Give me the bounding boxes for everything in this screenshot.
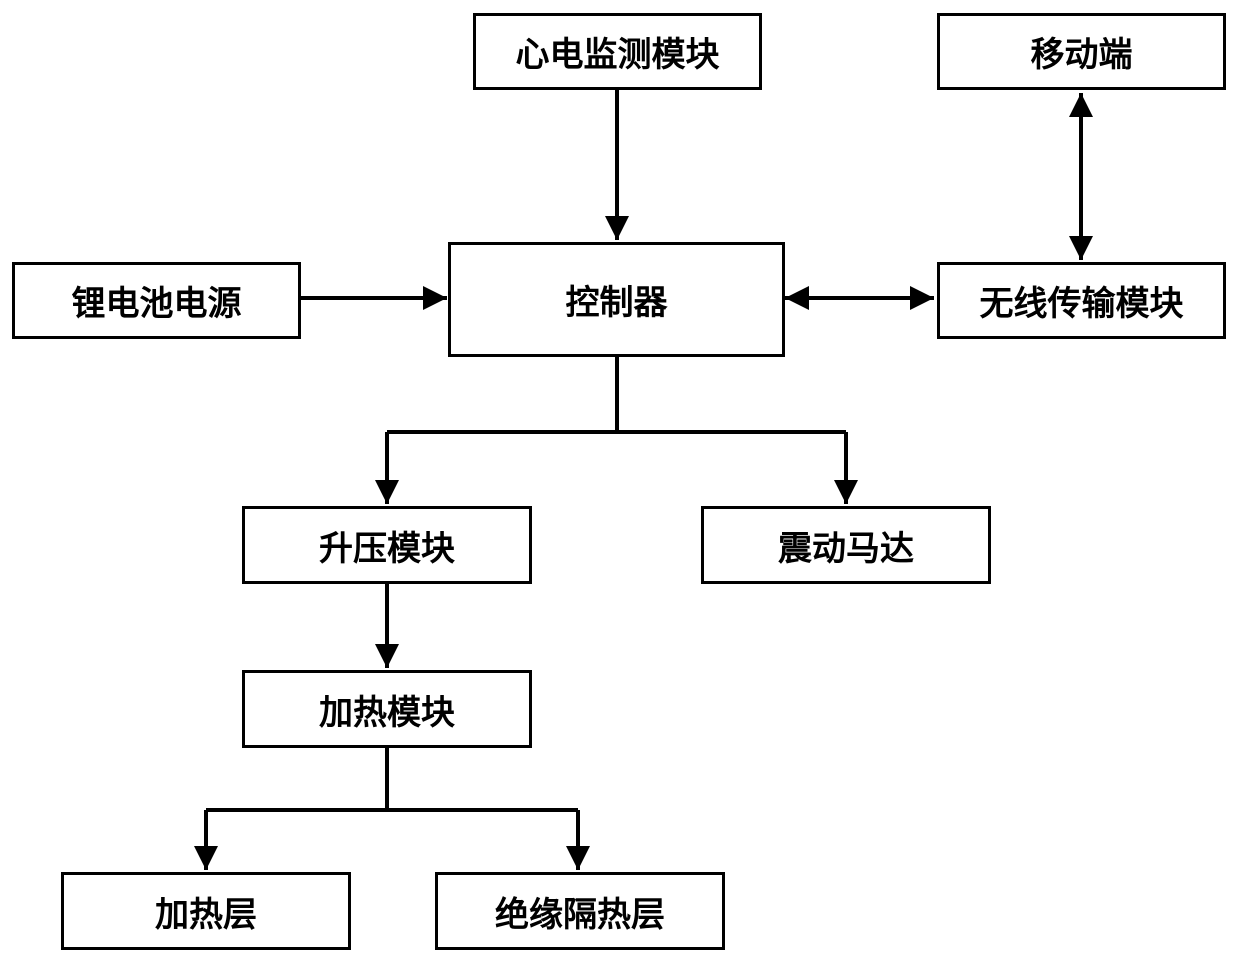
wireless-module-box: 无线传输模块 [937, 262, 1226, 339]
vibration-motor-box: 震动马达 [701, 506, 991, 584]
ecg-module-box: 心电监测模块 [473, 13, 762, 90]
controller-box: 控制器 [448, 242, 785, 357]
mobile-box: 移动端 [937, 13, 1226, 90]
heating-module-box: 加热模块 [242, 670, 532, 748]
heating-layer-box: 加热层 [61, 872, 351, 950]
boost-module-box: 升压模块 [242, 506, 532, 584]
insulation-layer-box: 绝缘隔热层 [435, 872, 725, 950]
battery-box: 锂电池电源 [12, 262, 301, 339]
